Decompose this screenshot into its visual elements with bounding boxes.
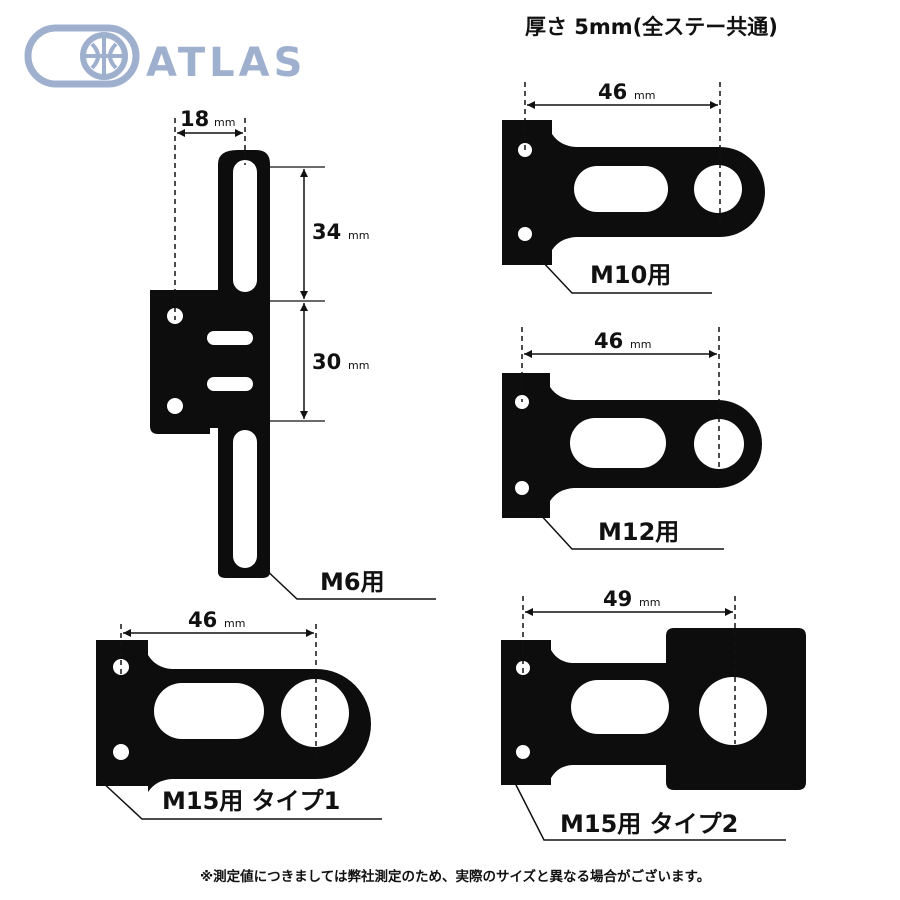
m12-leader-line bbox=[537, 511, 724, 550]
bracket-m12: 46 mm M12用 bbox=[502, 327, 762, 550]
m6-upper-slot bbox=[233, 160, 257, 292]
bracket-m15-type2: 49 mm M15用 タイプ2 bbox=[501, 587, 806, 841]
m15-type1-pitch-unit: mm bbox=[224, 617, 245, 630]
m10-hole bbox=[694, 165, 742, 213]
m15-type2-leader-line bbox=[513, 780, 786, 841]
m6-side-slot-2 bbox=[207, 377, 253, 391]
bracket-m6: 18 mm 34 mm 30 mm M6用 bbox=[150, 107, 436, 600]
m10-mount-hole-2 bbox=[518, 227, 532, 241]
m10-slot bbox=[574, 166, 668, 212]
m6-lower-slot bbox=[233, 430, 257, 568]
m15-type1-label: M15用 タイプ1 bbox=[162, 787, 340, 815]
m12-mount-hole-2 bbox=[515, 481, 529, 495]
m12-label: M12用 bbox=[598, 518, 679, 546]
m6-width-arrows bbox=[177, 129, 243, 137]
m6-mount-hole-2 bbox=[167, 398, 183, 414]
m6-leader-line bbox=[261, 565, 436, 600]
m12-slot bbox=[570, 418, 666, 468]
m15-type2-slot bbox=[571, 680, 669, 734]
footnote: ※測定値につきましては弊社測定のため、実際のサイズと異なる場合がございます。 bbox=[200, 868, 710, 885]
thickness-note: 厚さ 5mm(全ステー共通) bbox=[525, 15, 778, 39]
m6-width-value: 18 bbox=[180, 107, 209, 131]
m12-pitch-unit: mm bbox=[630, 338, 651, 351]
brand-name: ATLAS bbox=[146, 40, 306, 86]
m15-type2-label: M15用 タイプ2 bbox=[560, 810, 738, 838]
bracket-m15-type1: 46 mm M15用 タイプ1 bbox=[96, 608, 382, 820]
m6-width-unit: mm bbox=[214, 116, 235, 129]
atlas-logo: ATLAS bbox=[24, 24, 306, 88]
m15-type1-leader-line bbox=[99, 779, 382, 820]
bracket-m10: 46 mm M10用 bbox=[502, 80, 765, 294]
m15-type2-pitch-unit: mm bbox=[639, 596, 660, 609]
m15-type1-mount-hole-2 bbox=[113, 744, 129, 760]
m10-pitch-value: 46 bbox=[598, 80, 627, 104]
m6-lower-pitch-value: 30 bbox=[312, 350, 341, 374]
m6-side-slot-1 bbox=[207, 331, 253, 345]
m10-label: M10用 bbox=[590, 261, 671, 289]
m15-type1-mount-hole-1 bbox=[113, 659, 129, 675]
m6-lower-pitch-unit: mm bbox=[348, 359, 369, 372]
m15-type1-slot bbox=[154, 683, 264, 739]
m15-type2-pitch-value: 49 bbox=[603, 587, 632, 611]
logo-globe-lines bbox=[86, 36, 122, 76]
m6-label: M6用 bbox=[320, 568, 385, 596]
m15-type1-hole bbox=[281, 679, 349, 747]
m6-upper-pitch-unit: mm bbox=[348, 229, 369, 242]
m6-upper-pitch-value: 34 bbox=[312, 220, 341, 244]
m15-type1-pitch-value: 46 bbox=[188, 608, 217, 632]
m12-pitch-value: 46 bbox=[594, 329, 623, 353]
m10-leader-line bbox=[539, 258, 712, 294]
m10-pitch-unit: mm bbox=[634, 89, 655, 102]
m15-type2-hole bbox=[699, 677, 767, 745]
m15-type2-mount-hole-2 bbox=[516, 745, 530, 759]
